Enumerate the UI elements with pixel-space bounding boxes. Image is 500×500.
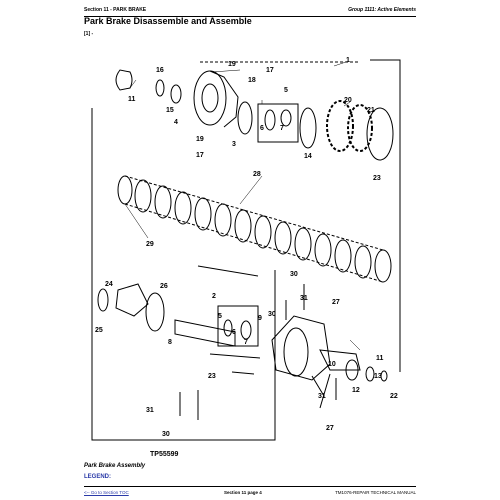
part-label-2: 2	[212, 293, 216, 300]
page-number: Section 11 page 4	[224, 490, 262, 495]
part-label-8: 8	[168, 339, 172, 346]
part-label-19b: 19	[228, 61, 236, 68]
part-label-30b: 30	[268, 311, 276, 318]
drawing-id: TP55599	[150, 451, 179, 458]
part-label-10: 10	[328, 361, 336, 368]
shaft-part	[174, 319, 236, 347]
part-label-26: 26	[160, 283, 168, 290]
part-label-16: 16	[156, 67, 164, 74]
part-label-6b: 6	[232, 329, 236, 336]
part-label-4: 4	[174, 119, 178, 126]
coupling-part	[115, 283, 149, 317]
part-label-13: 13	[374, 373, 382, 380]
yoke-part	[115, 69, 133, 91]
brake-housing-part	[193, 70, 227, 126]
carrier-housing-part	[271, 315, 331, 381]
part-label-1: 1	[346, 57, 350, 64]
part-label-12: 12	[352, 387, 360, 394]
part-label-28: 28	[253, 171, 261, 178]
page-footer: <-- Go to Section TOC Section 11 page 4 …	[84, 486, 416, 499]
part-label-24: 24	[105, 281, 113, 288]
part-label-3: 3	[232, 141, 236, 148]
disc-stack	[117, 175, 392, 283]
part-label-18: 18	[248, 77, 256, 84]
part-label-30a: 30	[290, 271, 298, 278]
part-label-23b: 23	[208, 373, 216, 380]
group-title: Group 1111: Active Elements	[348, 7, 416, 13]
part-label-7: 7	[280, 125, 284, 132]
part-label-17b: 17	[266, 67, 274, 74]
part-label-21: 21	[367, 107, 375, 114]
part-label-11b: 11	[376, 355, 384, 362]
part-label-9: 9	[258, 315, 262, 322]
part-label-5: 5	[284, 87, 288, 94]
page-header: Section 11 - PARK BRAKE Group 1111: Acti…	[84, 4, 416, 17]
part-label-31a: 31	[300, 295, 308, 302]
part-label-27b: 27	[326, 425, 334, 432]
part-label-25: 25	[95, 327, 103, 334]
section-title: Section 11 - PARK BRAKE	[84, 7, 147, 13]
figure-ref: [1] -	[84, 31, 94, 37]
section-toc-link[interactable]: <-- Go to Section TOC	[84, 490, 129, 495]
part-label-30c: 30	[162, 431, 170, 438]
part-label-15: 15	[166, 107, 174, 114]
assembly-boundary-right	[370, 59, 401, 372]
part-label-6: 6	[260, 125, 264, 132]
figure-caption: Park Brake Assembly	[84, 463, 146, 469]
part-label-5b: 5	[218, 313, 222, 320]
part-label-14: 14	[304, 153, 312, 160]
manual-name: TM1076-REPAIR TECHNICAL MANUAL	[335, 490, 416, 495]
part-label-29: 29	[146, 241, 154, 248]
part-label-19a: 19	[196, 136, 204, 143]
part-label-22: 22	[390, 393, 398, 400]
assembly-boundary-upper	[91, 108, 276, 441]
part-label-23: 23	[373, 175, 381, 182]
part-label-31b: 31	[318, 393, 326, 400]
page-title: Park Brake Disassemble and Assemble	[84, 16, 252, 26]
part-label-17a: 17	[196, 152, 204, 159]
legend-heading: LEGEND:	[84, 474, 111, 480]
part-label-20: 20	[344, 97, 352, 104]
part-label-11: 11	[128, 96, 136, 103]
part-label-27: 27	[332, 299, 340, 306]
part-label-7b: 7	[244, 339, 248, 346]
part-label-31c: 31	[146, 407, 154, 414]
